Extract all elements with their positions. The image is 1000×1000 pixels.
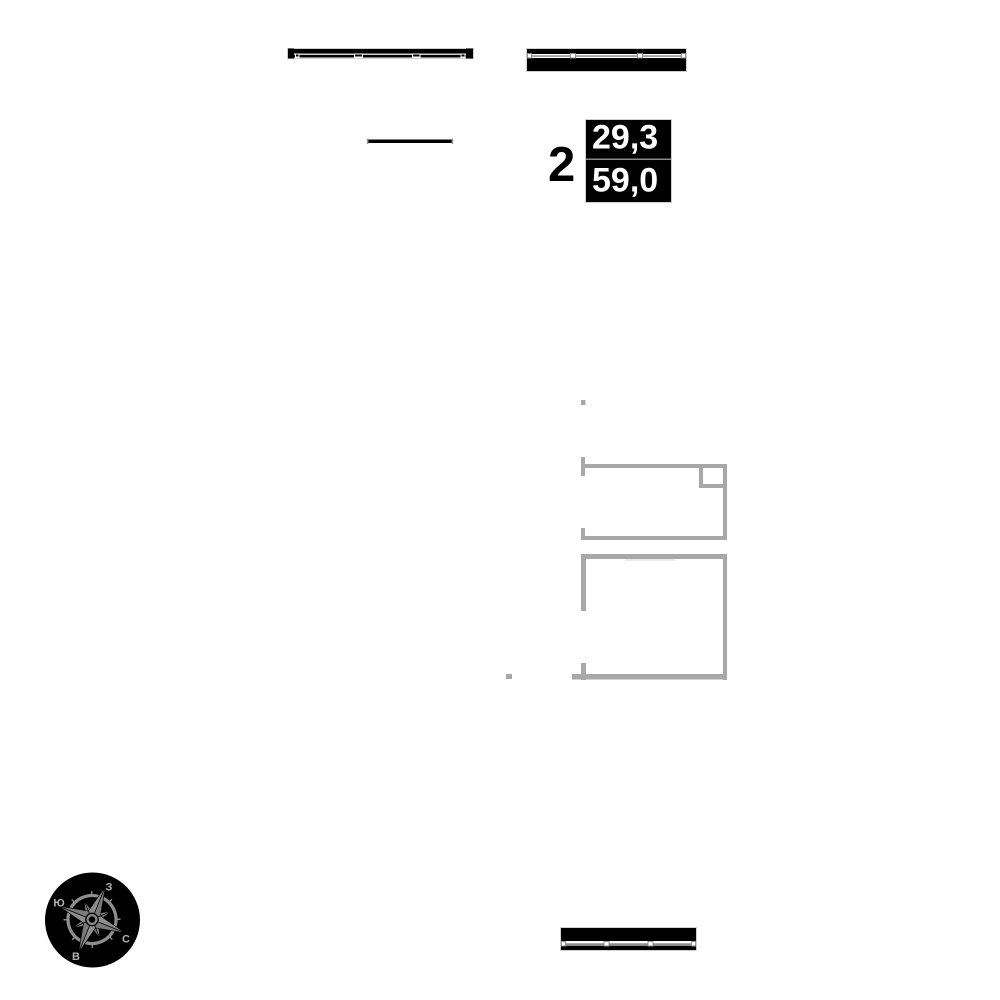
window-outline: [287, 48, 474, 59]
column-marker: [506, 674, 512, 679]
window-bottom: [560, 927, 697, 951]
loggia-window: [366, 138, 454, 144]
door-header-line: [625, 559, 675, 561]
window-outline: [560, 927, 697, 951]
partition-wall-bottom: [581, 536, 727, 540]
window-top-left: [287, 48, 474, 59]
living-area-box: [586, 120, 671, 159]
window-mullion: [561, 941, 566, 947]
room-label: 2 29,3 59,0: [548, 119, 672, 203]
room-count: 2: [548, 138, 575, 192]
window-frame-inner: [561, 928, 696, 941]
compass-label-west: З: [106, 882, 113, 894]
window-mullion: [527, 53, 532, 59]
window-mullion: [295, 53, 300, 58]
ventilation-shaft-wall: [699, 484, 727, 488]
loggia-window-end: [366, 138, 369, 144]
window-mullion: [412, 53, 421, 58]
partition-stub: [581, 663, 586, 680]
partition-wall-top: [581, 554, 727, 559]
room-upper-outline: [581, 457, 727, 540]
compass-ticks: [63, 890, 121, 949]
window-glass-line: [561, 943, 696, 946]
compass-tick: [71, 899, 75, 903]
compass-tick: [71, 936, 75, 941]
compass-tick: [109, 936, 113, 940]
window-mullion: [570, 53, 576, 59]
area-divider: [586, 158, 671, 160]
compass: З Ю С В: [45, 872, 140, 968]
window-mullion: [647, 941, 654, 947]
window-mullion: [460, 53, 466, 58]
window-mullion: [691, 941, 696, 947]
partition-wall-top: [581, 464, 727, 468]
compass-label-east: В: [72, 951, 80, 963]
compass-tick: [109, 898, 113, 903]
compass-label-north: С: [122, 933, 130, 945]
partition-wall-right: [723, 464, 727, 540]
window-mullion: [681, 53, 686, 59]
ventilation-shaft-wall: [699, 464, 703, 488]
area-box-outline: [585, 119, 672, 203]
total-area-box: [586, 160, 671, 202]
wall-end-cap: [288, 48, 294, 59]
compass-hub: [86, 913, 98, 926]
window-glass-line: [294, 53, 466, 55]
window-mullion: [354, 53, 363, 58]
partition-wall-right: [723, 554, 727, 680]
window-mullion: [637, 53, 643, 59]
window-frame-inner: [527, 58, 686, 71]
interior-partitions: [506, 400, 727, 680]
room-lower-outline: [572, 554, 727, 680]
partition-wall-bottom: [572, 674, 727, 680]
compass-rose-icon: [58, 885, 126, 954]
window-mullion: [603, 941, 610, 947]
compass-label-south: Ю: [53, 898, 64, 910]
window-top-right: [526, 48, 687, 72]
window-glass-line: [527, 55, 686, 57]
window-frame-outer: [527, 49, 686, 54]
living-area-value: 29,3: [592, 119, 658, 157]
window-outline: [526, 48, 687, 72]
wall-end-cap: [466, 48, 473, 59]
loggia-window-end: [451, 138, 454, 144]
partition-wall-left: [581, 554, 586, 611]
loggia-window-line: [368, 139, 453, 143]
column-marker: [581, 400, 586, 405]
window-frame: [288, 49, 473, 58]
total-area-value: 59,0: [592, 162, 658, 200]
partition-stub: [581, 528, 585, 540]
window-frame-outer: [561, 946, 696, 950]
